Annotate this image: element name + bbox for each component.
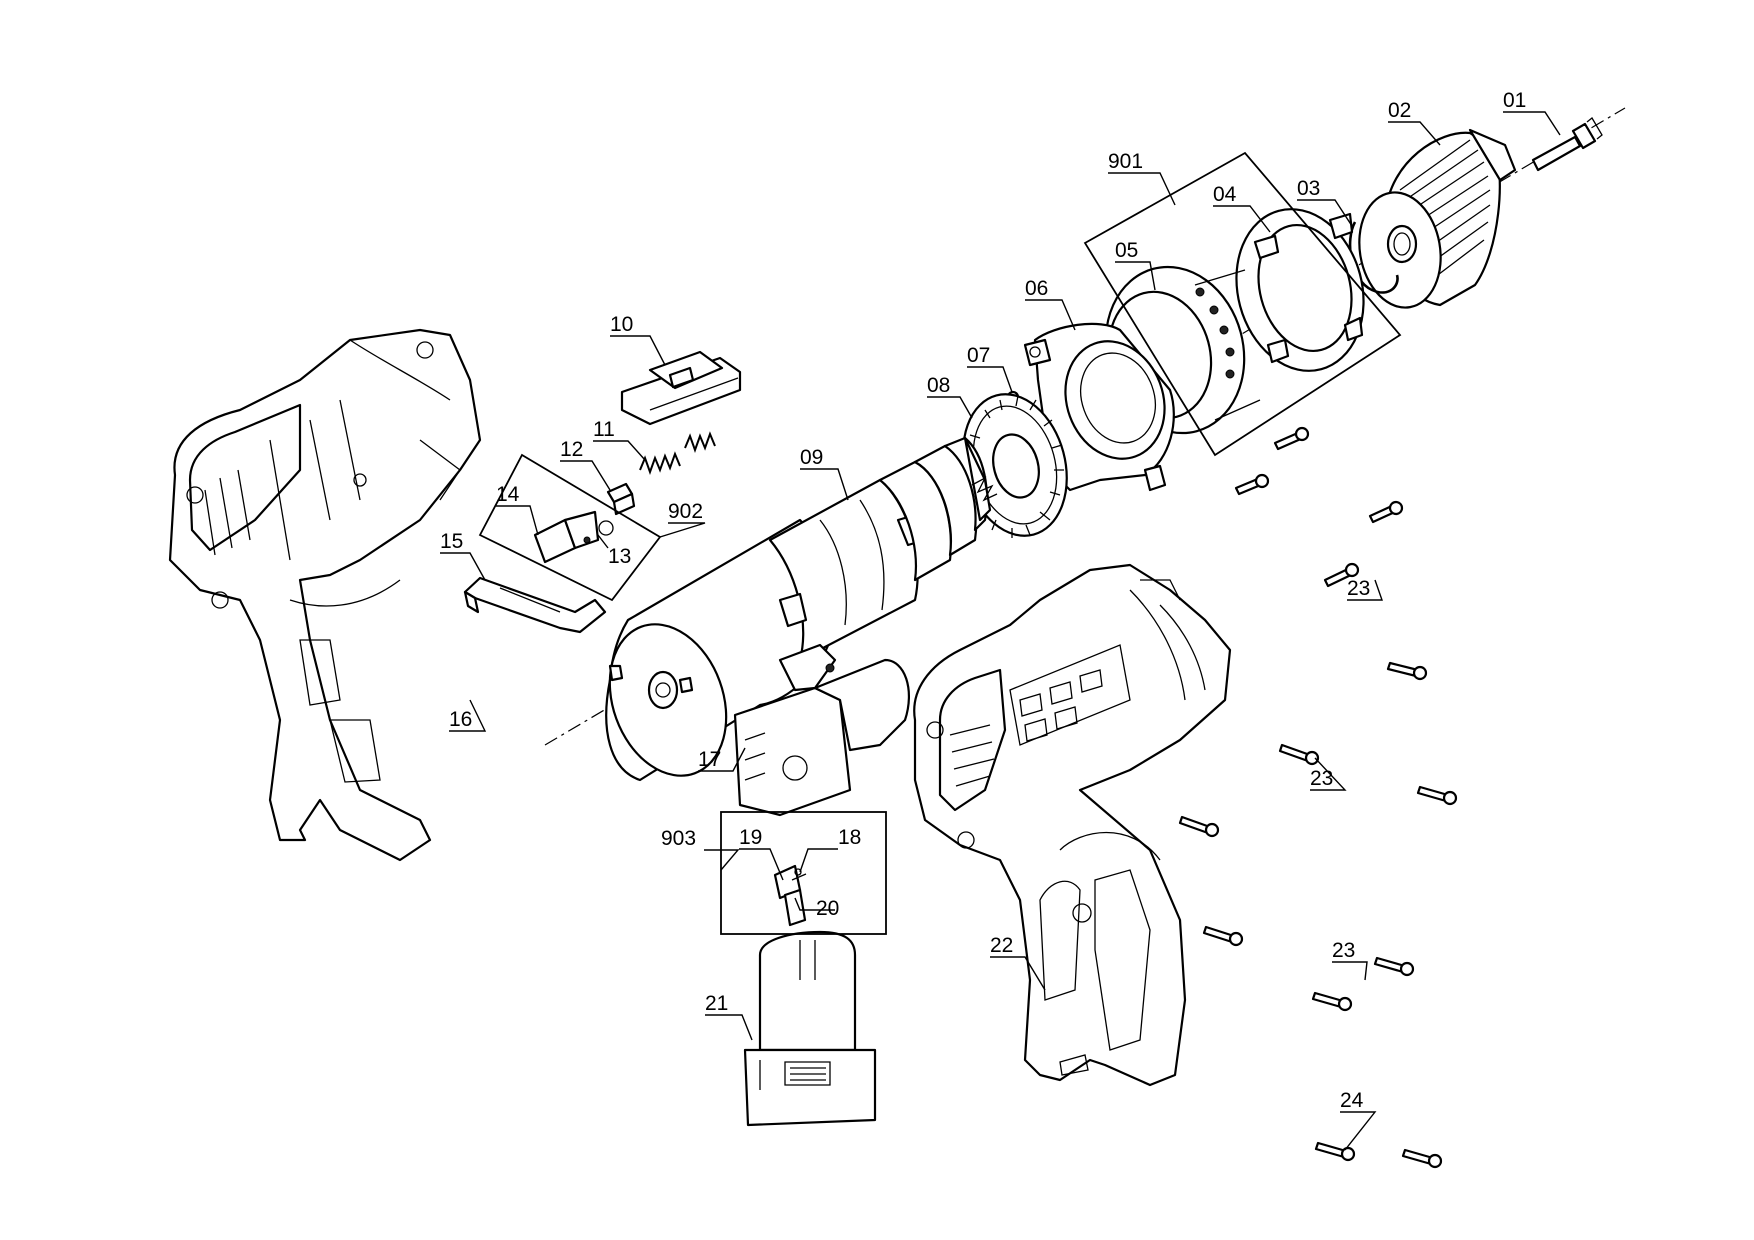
part-18-20-pcb (773, 864, 807, 927)
part-15-belt-clip (463, 576, 607, 634)
callout-14: 14 (496, 483, 520, 506)
group-901-box (1083, 151, 1402, 457)
screw (1234, 473, 1270, 496)
part-04-ring-gear (1235, 208, 1365, 372)
callout-01: 01 (1503, 89, 1526, 112)
callout-24: 24 (1340, 1089, 1364, 1112)
part-16-housing-left (168, 328, 482, 862)
screw (1416, 785, 1458, 806)
group-903-box (720, 811, 887, 935)
callout-05: 05 (1115, 239, 1138, 262)
screw (1202, 925, 1244, 947)
callout-17: 17 (698, 748, 721, 771)
callout-10: 10 (610, 313, 633, 336)
callout-901: 901 (1108, 150, 1143, 173)
callout-07: 07 (967, 344, 990, 367)
part-10-rotation-switch (620, 350, 742, 426)
callout-11: 11 (593, 418, 615, 441)
callout-02: 02 (1388, 99, 1411, 122)
screw (1278, 743, 1320, 766)
callout-19: 19 (739, 826, 762, 849)
part-12-clip (606, 482, 636, 516)
part-17-trigger-switch (733, 643, 910, 817)
screw (1368, 500, 1404, 524)
screw (1386, 661, 1428, 681)
part-11-springs (639, 431, 716, 475)
leader-lines (440, 111, 1561, 1151)
callout-903: 903 (661, 827, 696, 850)
callout-23-top: 23 (1347, 577, 1370, 600)
screw (1401, 1148, 1443, 1169)
part-03-circlip (1348, 221, 1399, 294)
screw (1373, 956, 1415, 977)
part-13-14-led-board (533, 510, 614, 564)
callout-902: 902 (668, 500, 703, 523)
screw (1323, 562, 1360, 588)
callout-03: 03 (1297, 177, 1320, 200)
callout-09: 09 (800, 446, 823, 469)
part-01-bit-holder (1531, 117, 1603, 172)
part-21-battery (743, 930, 877, 1127)
callout-18: 18 (838, 826, 861, 849)
callout-12: 12 (560, 438, 583, 461)
callout-23-middle: 23 (1310, 767, 1333, 790)
part-22-housing-right (913, 563, 1232, 1087)
screws (1178, 426, 1458, 1169)
part-09-motor-gearbox (605, 436, 998, 782)
callout-labels: 01 02 03 04 05 06 07 08 09 10 11 12 13 1… (440, 89, 1526, 1112)
callout-22: 22 (990, 934, 1013, 957)
callout-06: 06 (1025, 277, 1048, 300)
screw (1314, 1141, 1356, 1162)
screw (1273, 426, 1310, 451)
callout-16: 16 (449, 708, 472, 731)
screw (1178, 815, 1220, 838)
callout-20: 20 (816, 897, 839, 920)
callout-21: 21 (705, 992, 728, 1015)
part-02-keyless-chuck (1358, 128, 1517, 309)
callout-08: 08 (927, 374, 950, 397)
callout-15: 15 (440, 530, 463, 553)
callout-13: 13 (608, 545, 631, 568)
part-06-gearbox-housing (1023, 322, 1175, 492)
callout-04: 04 (1213, 183, 1237, 206)
screw (1311, 991, 1353, 1012)
callout-23-bottom: 23 (1332, 939, 1355, 962)
